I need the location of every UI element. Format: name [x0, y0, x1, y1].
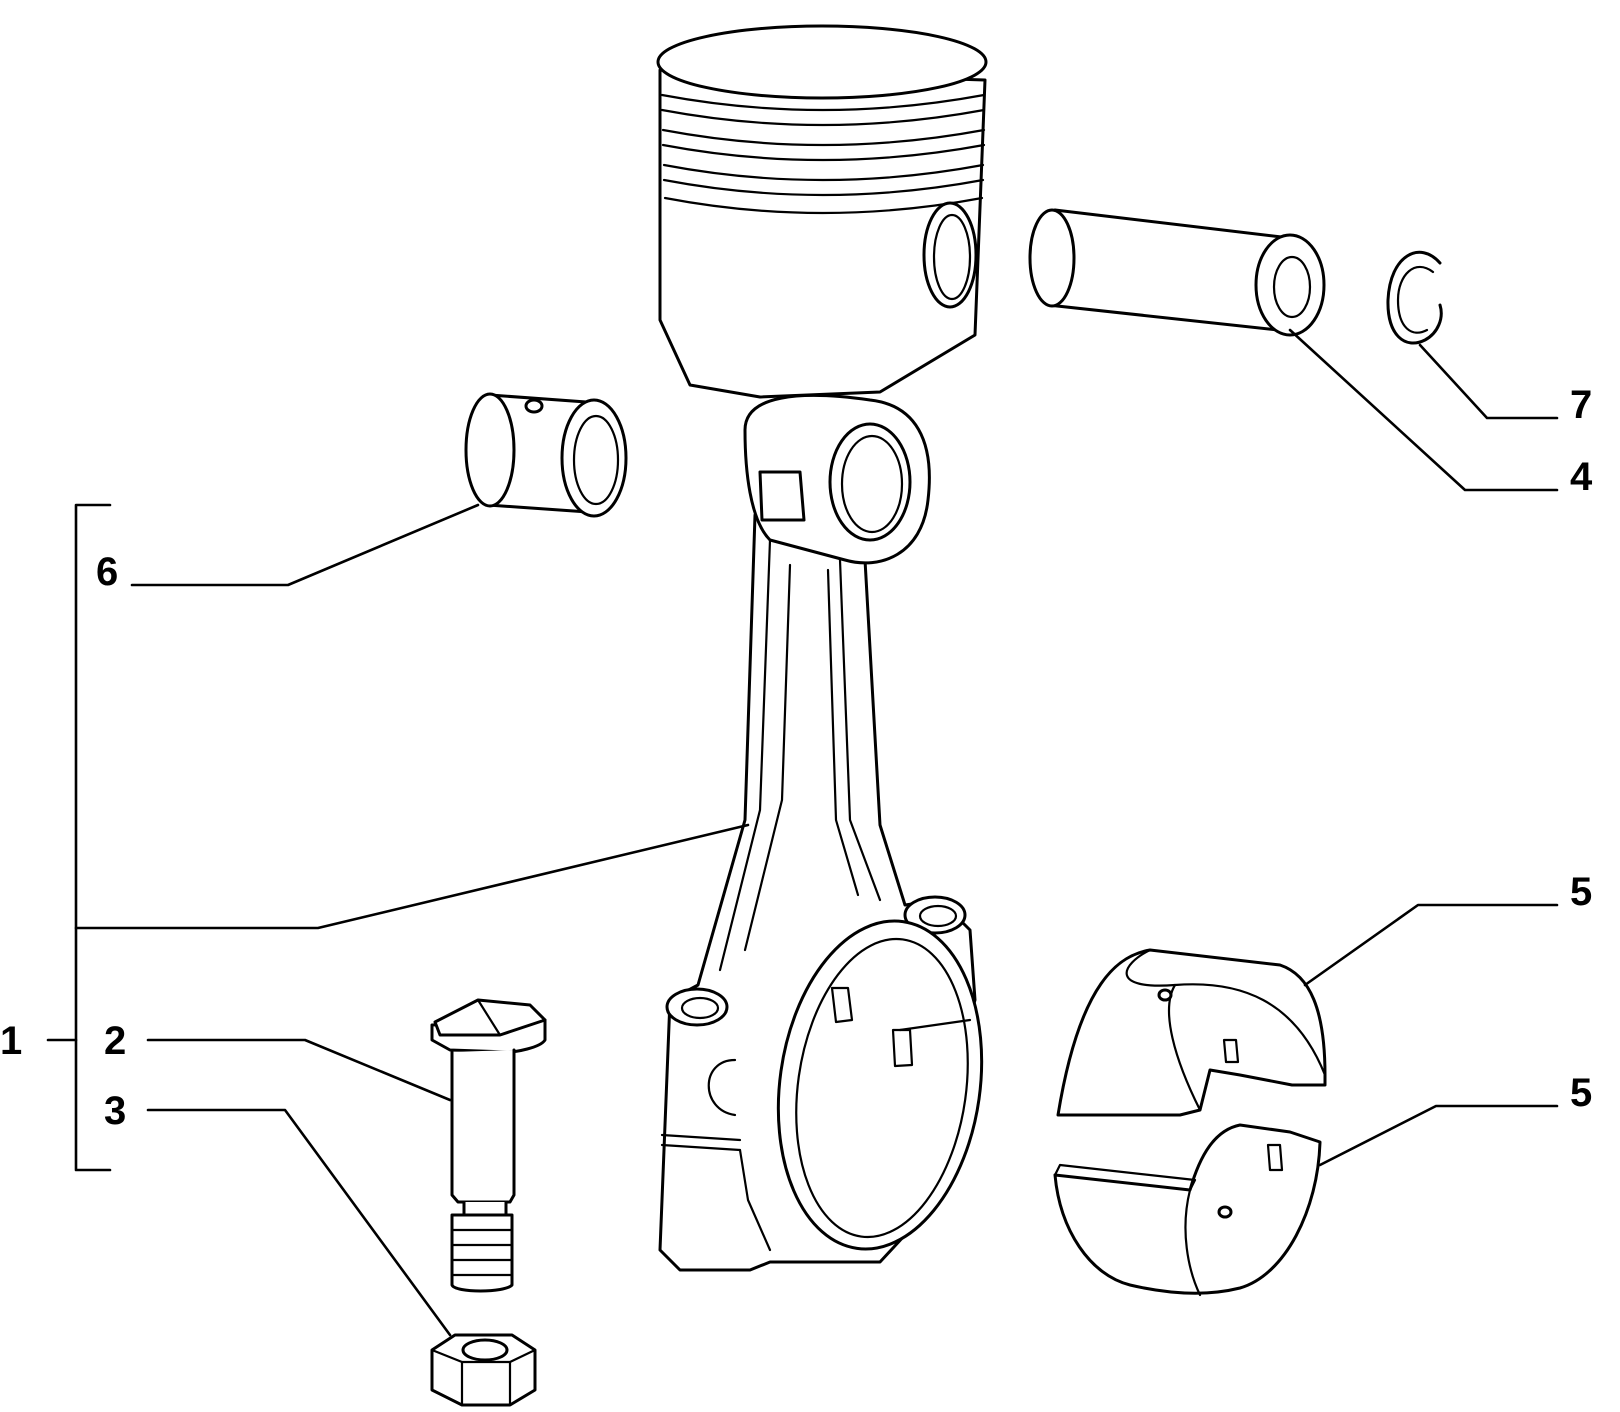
- connecting-rod-nut: [430, 1333, 537, 1407]
- leader-3: [146, 1108, 452, 1337]
- leader-6: [130, 503, 480, 587]
- leader-2: [146, 1038, 452, 1102]
- leader-7: [1418, 343, 1559, 420]
- bearing-shell-upper: [1056, 948, 1327, 1117]
- circlip: [1386, 250, 1443, 345]
- leader-5-lower: [1318, 1104, 1559, 1167]
- callout-5-lower: 5: [1570, 1071, 1592, 1115]
- leader-rod: [74, 823, 750, 930]
- connecting-rod: [658, 393, 984, 1272]
- piston-pin: [1028, 208, 1326, 337]
- callout-6: 6: [96, 550, 118, 594]
- leader-5-upper: [1303, 903, 1559, 987]
- connecting-rod-bolt: [430, 998, 547, 1293]
- callout-7: 7: [1570, 383, 1592, 427]
- piston: [656, 24, 988, 399]
- callout-3: 3: [104, 1089, 126, 1133]
- bearing-shell-lower: [1053, 1123, 1322, 1297]
- leader-4: [1288, 328, 1559, 492]
- small-end-bushing: [464, 392, 628, 518]
- leader-lines: [46, 328, 1559, 1337]
- callout-labels: 1 2 3 6 7 4 5 5: [0, 383, 1593, 1133]
- kit-bracket: [74, 503, 112, 1172]
- callout-2: 2: [104, 1019, 126, 1063]
- callout-4: 4: [1570, 455, 1593, 499]
- callout-1: 1: [0, 1019, 22, 1063]
- callout-5-upper: 5: [1570, 870, 1592, 914]
